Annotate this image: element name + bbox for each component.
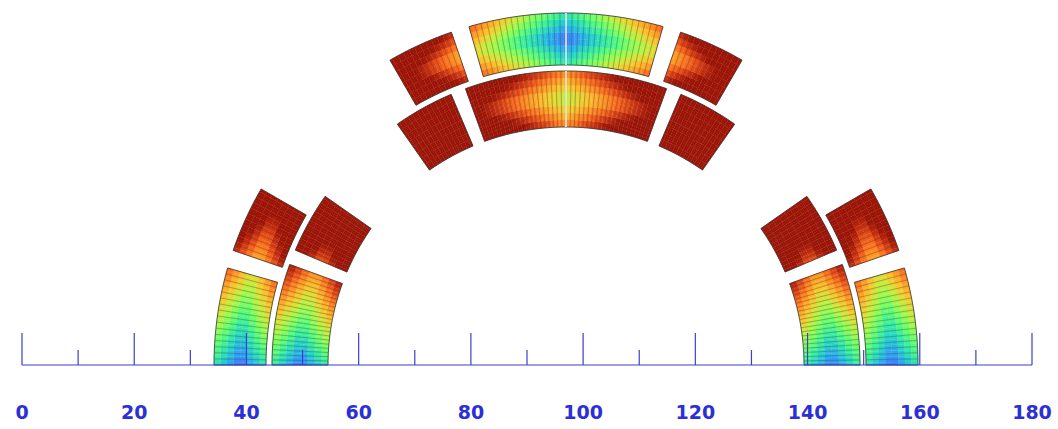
field-cell [253,360,260,363]
field-cell [234,356,241,359]
field-cell [214,350,221,353]
coil-block [566,13,663,77]
field-cell [571,59,574,66]
field-cell [560,20,563,27]
field-cell [569,39,572,46]
field-cell [234,359,241,362]
field-cell [221,359,228,362]
field-cell [560,39,563,46]
field-cell [557,39,560,46]
field-cell [214,359,221,362]
coil-block [465,71,566,141]
field-cell [569,13,572,20]
field-cell [260,360,267,363]
field-cell [551,13,554,20]
coil-block [233,189,306,267]
field-cell [557,33,560,40]
field-cell [560,46,563,53]
field-cell [221,356,228,359]
field-cell [571,46,574,53]
coil-blocks [214,13,918,365]
field-cell [214,356,221,359]
field-cell [557,13,560,20]
field-cell [571,52,574,59]
field-cell [560,13,563,20]
coil-block [214,268,278,365]
field-cell [572,26,575,33]
field-cell [247,357,254,360]
field-cell [572,20,575,27]
field-cell [558,46,561,53]
field-cell [557,26,560,33]
field-cell [227,356,234,359]
field-cell [569,59,572,66]
coil-block [390,32,468,105]
field-cell [240,359,247,362]
field-cell [561,59,564,66]
field-cell [569,46,572,53]
field-cell [561,52,564,59]
field-cell [247,359,254,362]
coil-block [295,196,371,272]
field-cell [560,33,563,40]
field-cell [558,52,561,59]
field-cell [572,33,575,40]
coil-block [469,13,566,77]
field-cell [560,26,563,33]
field-cell [558,59,561,66]
field-cell [569,33,572,40]
coil-block [664,32,742,105]
field-cell [227,359,234,362]
field-cell [240,356,247,359]
field-cell [557,20,560,27]
field-cell [572,13,575,20]
field-cell [569,20,572,27]
coil-block [272,264,342,365]
field-cell [578,13,581,20]
field-cell [569,26,572,33]
field-cell [260,357,267,360]
field-cell [253,357,260,360]
field-cell [569,52,572,59]
field-cell [572,39,575,46]
